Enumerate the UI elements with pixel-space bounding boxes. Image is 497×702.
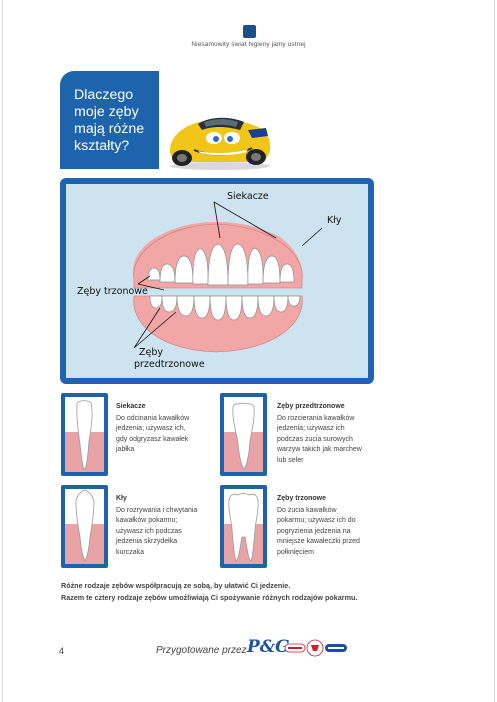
label-premolars-2: przedtrzonowe [134,359,205,370]
molar-title: Zęby trzonowe [277,495,327,502]
incisor-line-4: jabłka [116,446,135,453]
canine-icon [65,489,104,564]
title-line-2: moje zęby [74,104,139,120]
premolar-line-3: podczas żucia surowych [277,435,353,443]
header-title: Niesamowity świat higieny jamy ustnej [191,41,306,48]
canine-text: Kły Do rozrywania i chwytania kawałków p… [116,494,197,558]
label-incisors: Siekacze [227,191,269,202]
teeth-diagram [132,201,323,353]
premolar-line-1: Do rozcierania kawałków [277,414,355,422]
molar-card [220,485,267,568]
incisor-title: Siekacze [116,403,146,410]
summary-text: Różne rodzaje zębów współpracują ze sobą… [61,580,461,604]
premolar-line-2: jedzenia; używasz ich [277,425,345,432]
canine-title: Kły [116,495,127,502]
canine-card [61,485,108,568]
canine-line-4: jedzenia skrzydełka [116,538,178,545]
summary-line-1: Różne rodzaje zębów współpracują ze sobą… [61,581,291,590]
label-canines: Kły [327,215,342,226]
incisor-line-3: gdy odgryzasz kawałek [116,435,189,443]
premolar-line-5: lub seler [277,456,304,464]
incisor-icon [65,397,104,472]
incisor-card [61,393,108,476]
incisor-line-2: jedzenia; używasz ich, [116,425,186,432]
molar-text: Zęby trzonowe Do żucia kawałków pokarmu;… [277,494,360,558]
molar-line-1: Do żucia kawałków [277,506,337,514]
premolar-title: Zęby przedtrzonowe [277,403,345,410]
header-square-icon [243,25,256,38]
partner-brand-logos [285,639,347,657]
label-molars: Zęby trzonowe [77,286,148,297]
prepared-by: Przygotowane przez [156,645,247,656]
canine-line-1: Do rozrywania i chwytania [116,506,198,514]
title-line-1: Dlaczego [74,87,134,103]
race-car-illustration [169,117,271,170]
title-line-3: mają różne [74,121,145,137]
summary-line-2: Razem te cztery rodzaje zębów umożliwiaj… [61,593,358,602]
title-box: Dlaczego moje zęby mają różne kształty? [60,71,159,169]
canine-line-5: kurczaka [116,548,145,556]
canine-line-2: kawałków pokarmu; [116,517,178,524]
molar-line-3: pogryzienia jedzenia na [277,527,351,535]
molar-line-2: pokarmu; używasz ich do [277,517,356,524]
incisor-line-1: Do odcinania kawałków [116,414,190,422]
premolar-icon [224,397,263,472]
molar-icon [224,489,263,564]
page-number: 4 [59,646,65,656]
molar-line-4: mniejsze kawałeczki przed [277,538,360,545]
molar-line-5: połknięciem [277,548,314,556]
premolar-card [220,393,267,476]
incisor-text: Siekacze Do odcinania kawałków jedzenia;… [116,402,189,456]
premolar-line-4: warzyw takich jak marchew [277,446,362,453]
canine-line-3: używasz ich podczas [116,527,182,535]
premolar-text: Zęby przedtrzonowe Do rozcierania kawałk… [277,402,362,466]
title-line-4: kształty? [74,138,130,154]
pg-logo: P&G [247,637,290,657]
label-premolars-1: Zęby [139,347,164,358]
